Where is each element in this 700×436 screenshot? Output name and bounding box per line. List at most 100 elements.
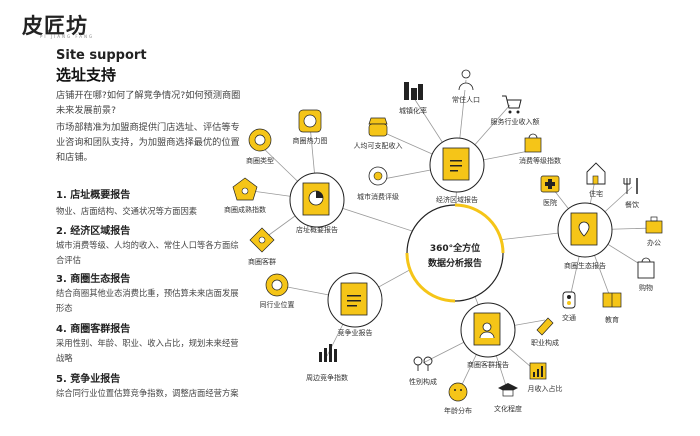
text-lines-icon [347, 295, 361, 297]
sat-service-income: 服务行业收入额 [491, 95, 540, 126]
sat-consumption-index-label: 消费等级指数 [519, 156, 561, 165]
sat-disposable-income-label: 人均可支配收入 [354, 141, 403, 150]
section-5-body: 综合同行业位置估算竞争指数，调整店面经营方案 [56, 388, 239, 398]
sat-peer-location: 同行业位置 [260, 273, 295, 309]
document-icon [473, 312, 501, 346]
sat-city-rating: 城市消费评级 [357, 166, 399, 201]
sat-residence: 住宅 [586, 162, 606, 198]
sat-occupation: 职业构成 [531, 317, 559, 347]
shopping-bag-icon [524, 137, 542, 153]
sat-service-income-label: 服务行业收入额 [491, 117, 540, 126]
fork-icon [623, 178, 631, 194]
sat-gender: 性别构成 [409, 356, 437, 386]
sat-customers: 商圈客群 [248, 227, 276, 266]
sat-transport-label: 交通 [562, 313, 576, 322]
hub-customer-group: 商圈客群报告 [460, 302, 516, 369]
building-icon [404, 82, 409, 100]
section-2-body: 城市消费等级、人均的收入、常住人口等各方面综合评估 [56, 240, 239, 265]
sat-disposable-income: 人均可支配收入 [354, 117, 403, 150]
hub-econ-label: 经济区域报告 [436, 195, 478, 204]
sat-dining-label: 餐饮 [625, 200, 639, 209]
sat-office: 办公 [645, 216, 663, 247]
section-title-en: Site support [56, 48, 147, 63]
sat-occupation-label: 职业构成 [531, 338, 559, 347]
hub-cust-label: 商圈客群报告 [467, 360, 509, 369]
sat-age: 年龄分布 [444, 382, 472, 415]
intro-paragraph-1: 店铺开在哪?如何了解竞争情况?如何预测商圈未来发展前景? [56, 90, 241, 116]
traffic-light-icon [562, 291, 576, 309]
section-title-cn: 选址支持 [56, 66, 117, 84]
sat-customers-label: 商圈客群 [248, 257, 276, 266]
location-target-icon [271, 279, 283, 291]
briefcase-icon [645, 220, 663, 234]
sat-transport: 交通 [562, 291, 576, 322]
sat-competition-index-label: 周边竞争指数 [306, 373, 348, 382]
sat-urbanization-label: 城镇化率 [399, 106, 427, 115]
sat-residence-label: 住宅 [589, 189, 603, 198]
aperture-icon [254, 134, 266, 146]
sat-business-type-label: 商圈类型 [246, 156, 274, 165]
section-4-body: 采用性别、年龄、职业、收入占比，规划未来经营战略 [56, 338, 239, 363]
sat-age-label: 年龄分布 [444, 406, 472, 415]
section-4-title: 4. 商圈客群报告 [56, 324, 131, 335]
center-node: 360°全方位 数据分析报告 [405, 203, 505, 303]
sat-residents-label: 常住人口 [452, 95, 480, 104]
section-3-title: 3. 商圈生态报告 [56, 274, 131, 285]
pie-slice-icon [316, 191, 323, 198]
sat-hospital-label: 医院 [543, 198, 557, 207]
document-icon [442, 147, 470, 181]
sat-urbanization: 城镇化率 [399, 82, 427, 115]
hub-comp-label: 竞争业报告 [338, 328, 373, 337]
sat-heat-map: 商圈热力图 [293, 109, 328, 145]
sat-gender-label: 性别构成 [409, 377, 437, 386]
hub-eco-label: 商圈生态报告 [564, 261, 606, 270]
people-icon [461, 69, 471, 79]
sat-education-level-label: 文化程度 [494, 404, 522, 413]
sat-maturity-index: 商圈成熟指数 [224, 177, 266, 214]
section-2-title: 2. 经济区域报告 [56, 226, 131, 237]
sat-monthly-income-label: 月收入占比 [528, 384, 563, 393]
sat-business-type: 商圈类型 [246, 128, 274, 165]
sat-shopping: 购物 [637, 257, 655, 292]
sat-city-rating-label: 城市消费评级 [357, 192, 399, 201]
hub-site-label: 店址概要报告 [296, 225, 338, 234]
gender-icon [413, 356, 423, 366]
center-line-2: 数据分析报告 [428, 257, 482, 269]
center-ring-accent-2 [405, 252, 456, 303]
sat-peer-location-label: 同行业位置 [260, 300, 295, 309]
sat-office-label: 办公 [647, 238, 661, 247]
bar-chart-icon [319, 352, 322, 362]
sat-heat-map-label: 商圈热力图 [293, 136, 328, 145]
hub-economic-region: 经济区域报告 [429, 137, 485, 204]
sat-consumption-index: 消费等级指数 [519, 133, 561, 165]
shopping-cart-icon [502, 95, 522, 109]
sat-maturity-label: 商圈成熟指数 [224, 205, 266, 214]
hub-business-ecology: 商圈生态报告 [557, 202, 613, 270]
section-1-body: 物业、店面结构、交通状况等方面因素 [56, 206, 198, 216]
heat-map-icon [303, 114, 317, 128]
sat-monthly-income: 月收入占比 [528, 362, 563, 393]
sat-residents: 常住人口 [452, 69, 480, 104]
text-lines-icon [450, 160, 462, 162]
hub-site-summary: 店址概要报告 [289, 172, 345, 234]
sat-shopping-label: 购物 [639, 283, 653, 292]
sat-dining: 餐饮 [623, 178, 639, 209]
brand-logo-sub: PI JIANG FANG [40, 34, 95, 39]
center-ring-accent [454, 203, 505, 254]
face-icon [448, 382, 468, 402]
section-3-body: 结合商圈其他业态消费比重，预估算未来店面发展形态 [56, 288, 239, 313]
person-icon [482, 322, 492, 332]
pencil-icon [536, 317, 554, 336]
hub-competition: 竞争业报告 [327, 272, 383, 337]
sat-education: 教育 [602, 292, 622, 324]
house-icon [586, 162, 606, 185]
shopping-bag-icon [637, 261, 655, 279]
sat-hospital: 医院 [540, 175, 560, 207]
section-1-title: 1. 店址概要报告 [56, 190, 131, 201]
money-bag-icon [368, 117, 388, 125]
sat-education-level: 文化程度 [494, 383, 522, 413]
center-line-1: 360°全方位 [430, 242, 480, 254]
sat-education-label: 教育 [605, 315, 619, 324]
section-5-title: 5. 竞争业报告 [56, 374, 121, 385]
